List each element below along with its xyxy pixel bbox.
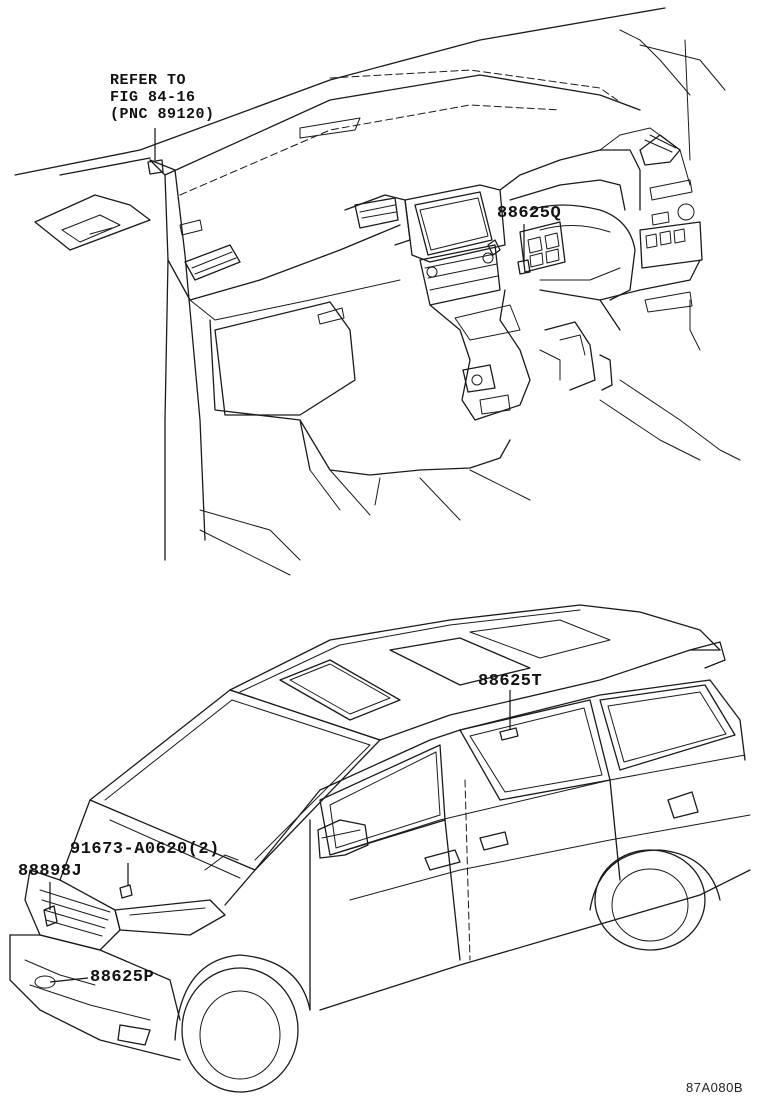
- figure-id: 87A080B: [686, 1080, 743, 1095]
- part-label-88625Q: 88625Q: [497, 204, 562, 223]
- part-label-91673-a0620: 91673-A0620(2): [70, 840, 220, 859]
- refer-to-line3: (PNC 89120): [110, 106, 215, 123]
- part-label-88625P: 88625P: [90, 968, 155, 987]
- part-label-88898J: 88898J: [18, 862, 83, 881]
- refer-to-line2: FIG 84-16: [110, 89, 196, 106]
- part-label-88625T: 88625T: [478, 672, 543, 691]
- refer-to-callout: REFER TO FIG 84-16 (PNC 89120): [110, 72, 215, 123]
- refer-to-line1: REFER TO: [110, 72, 187, 89]
